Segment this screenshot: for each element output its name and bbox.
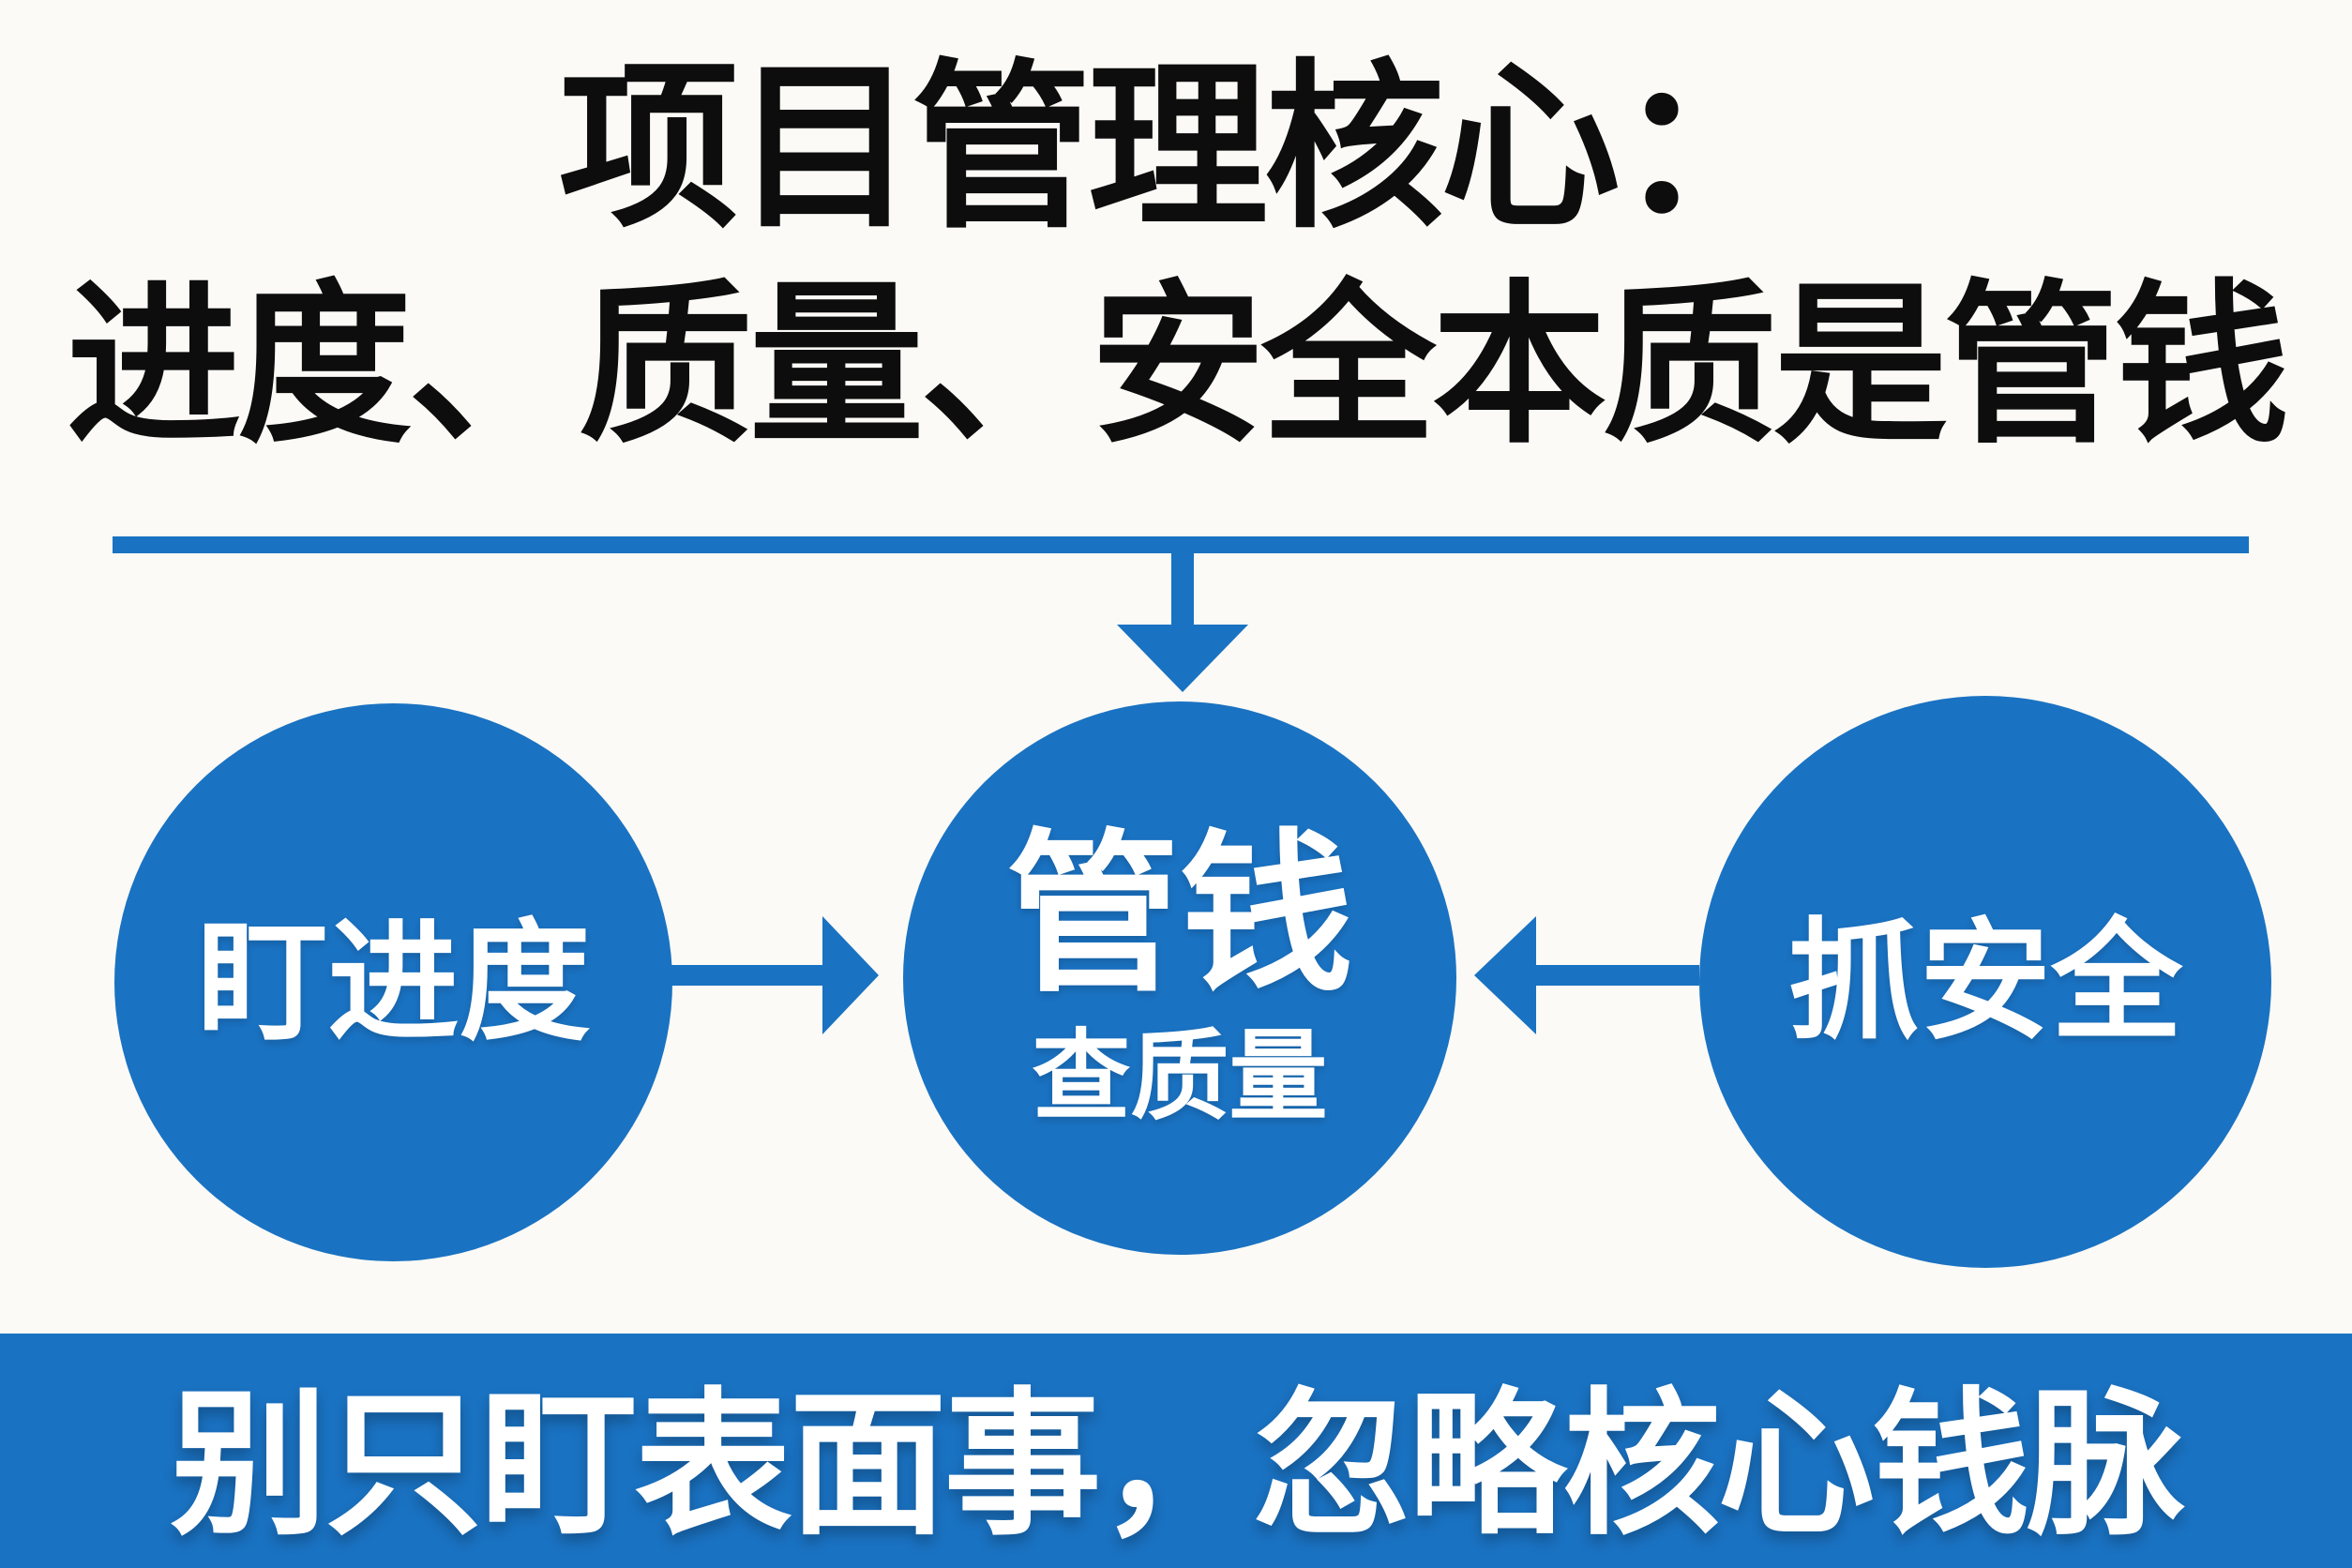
right-arrow-head-icon [822,916,879,1034]
page-title: 项目管理核心： 进度、质量、安全本质是管钱 [0,38,2352,475]
divider-line [113,536,2249,553]
left-arrow-icon [1536,965,1699,986]
page-title-line1: 项目管理核心： [559,47,1797,249]
page-title-line2: 进度、质量、安全本质是管钱 [66,269,2289,463]
node-progress-circle: 盯进度 [114,703,672,1261]
down-arrow-icon [1171,551,1194,630]
node-safety-circle: 抓安全 [1699,696,2271,1268]
node-money-main-label: 管钱 [1006,818,1353,1012]
node-progress-label: 盯进度 [196,908,591,1056]
node-money-circle: 管钱 查质量 [903,701,1456,1255]
bottom-banner: 别只盯表面事，忽略核心钱脉 [0,1334,2352,1568]
node-money-sub-label: 查质量 [1032,1021,1328,1132]
banner-text: 别只盯表面事，忽略核心钱脉 [170,1376,2185,1553]
left-arrow-head-icon [1474,916,1536,1034]
right-arrow-icon [661,965,824,986]
down-arrow-head-icon [1117,625,1248,692]
node-safety-label: 抓安全 [1787,908,2182,1055]
